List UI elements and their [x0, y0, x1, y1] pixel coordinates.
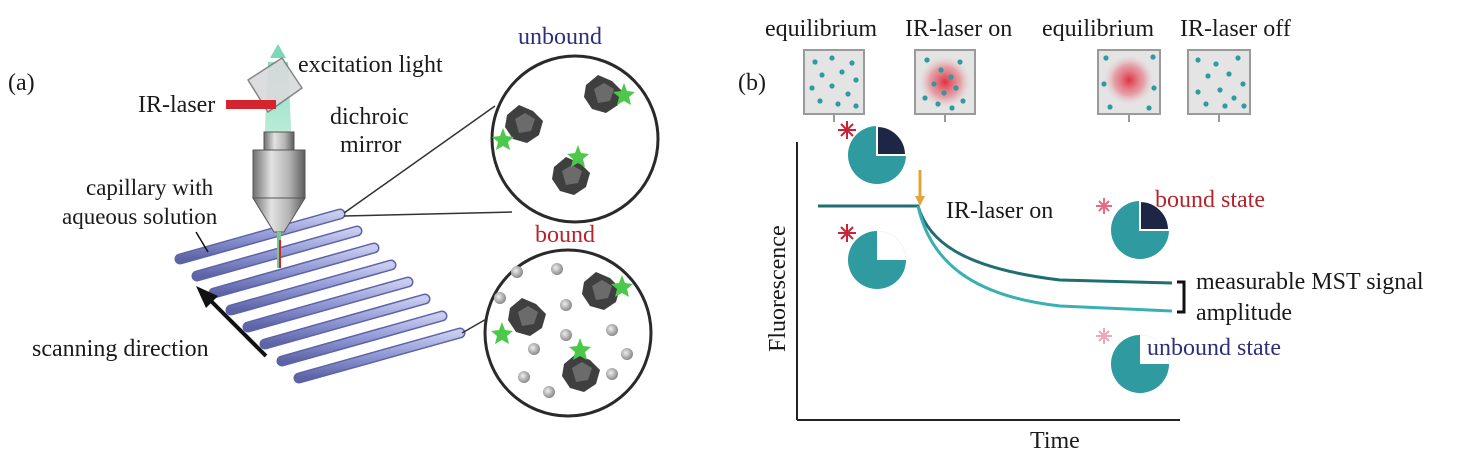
- signal-label-line1: measurable MST signal: [1196, 269, 1424, 295]
- unbound-zoom-circle: [490, 54, 660, 224]
- capillary: [208, 242, 380, 299]
- state-box-ticks: [833, 114, 1220, 122]
- scanning-direction-arrow: [196, 286, 268, 358]
- dichroic-label-line2: mirror: [340, 132, 401, 158]
- unbound-trace: [916, 205, 1173, 313]
- capillary: [293, 327, 466, 384]
- excitation-beam-head: [270, 44, 286, 58]
- ligand-sphere: [511, 266, 523, 278]
- pie-bound-initial: [848, 124, 908, 184]
- ligand-sphere: [528, 343, 540, 355]
- plot-axes: [796, 142, 1180, 421]
- excitation-light-label: excitation light: [298, 52, 443, 78]
- state-box-ir-laser-off: [1187, 49, 1251, 115]
- state-label-ir-laser-on: IR-laser on: [905, 16, 1012, 42]
- unbound-label: unbound: [518, 24, 602, 50]
- sparkle-icon: [838, 121, 856, 139]
- state-box-equilibrium-2: [1097, 49, 1161, 115]
- capillary-pointer: [195, 231, 209, 253]
- protein-molecule: [505, 105, 543, 143]
- ligand-sphere: [494, 292, 506, 304]
- capillary: [225, 259, 397, 316]
- protein-molecule: [582, 272, 620, 310]
- y-axis-label: Fluorescence: [765, 225, 791, 352]
- panel-b-label: (b): [738, 70, 766, 96]
- protein-molecule: [584, 75, 622, 113]
- scanning-direction-label: scanning direction: [32, 336, 209, 362]
- state-box-ir-laser-on: [914, 49, 976, 115]
- capillary: [242, 276, 414, 333]
- pie-unbound-state: [1111, 335, 1169, 393]
- capillary: [259, 293, 431, 350]
- bound-state-label: bound state: [1155, 187, 1265, 213]
- state-label-ir-laser-off: IR-laser off: [1180, 16, 1291, 42]
- state-label-equilibrium-2: equilibrium: [1042, 16, 1154, 42]
- protein-molecule: [562, 354, 600, 392]
- ligand-sphere: [560, 299, 572, 311]
- capillary-array: [174, 208, 466, 384]
- star-marker: [492, 128, 514, 150]
- ligand-sphere: [518, 371, 530, 383]
- sparkle-icon: [838, 224, 856, 242]
- star-marker: [567, 145, 589, 167]
- sparkle-icon: [1096, 328, 1112, 344]
- pie-bound-state: [1111, 199, 1171, 259]
- laser-on-marker-head: [915, 196, 925, 206]
- ligand-sphere: [543, 386, 555, 398]
- capillary-label-line2: aqueous solution: [62, 204, 218, 229]
- zoom-line-unbound-bottom: [343, 211, 513, 217]
- star-marker: [569, 338, 591, 360]
- ir-laser-beam: [226, 100, 276, 109]
- capillary: [276, 310, 448, 367]
- capillary-label-line1: capillary with: [86, 175, 214, 200]
- x-axis-label: Time: [1030, 428, 1080, 454]
- state-box-equilibrium-1: [803, 49, 865, 115]
- unbound-state-label: unbound state: [1147, 335, 1281, 361]
- ir-laser-label: IR-laser: [138, 92, 215, 118]
- sparkle-icon: [1096, 198, 1112, 214]
- ligand-sphere: [621, 348, 633, 360]
- bound-label: bound: [535, 222, 595, 248]
- state-label-equilibrium-1: equilibrium: [765, 16, 877, 42]
- ligand-sphere: [560, 329, 572, 341]
- panel-a-label: (a): [8, 70, 35, 96]
- bound-zoom-circle: [483, 248, 653, 418]
- ligand-sphere: [551, 263, 563, 275]
- ligand-sphere: [606, 368, 618, 380]
- star-marker: [613, 83, 635, 105]
- panel-b: (b) equilibrium IR-laser on equilibrium …: [738, 16, 1424, 454]
- zoom-line-unbound-top: [343, 105, 496, 214]
- protein-molecule: [508, 298, 546, 336]
- signal-bracket: [1177, 280, 1186, 314]
- ligand-sphere: [606, 324, 618, 336]
- ir-laser-on-label: IR-laser on: [946, 198, 1053, 224]
- dichroic-label-line1: dichroic: [330, 104, 409, 130]
- protein-molecule: [552, 157, 590, 195]
- capillary: [174, 208, 346, 265]
- star-marker: [491, 322, 513, 344]
- panel-a: (a) scanning direction capillary with aq…: [8, 24, 660, 418]
- star-marker: [611, 275, 633, 297]
- signal-label-line2: amplitude: [1196, 300, 1292, 326]
- pie-unbound-initial: [848, 231, 906, 289]
- objective-lens: [252, 131, 306, 233]
